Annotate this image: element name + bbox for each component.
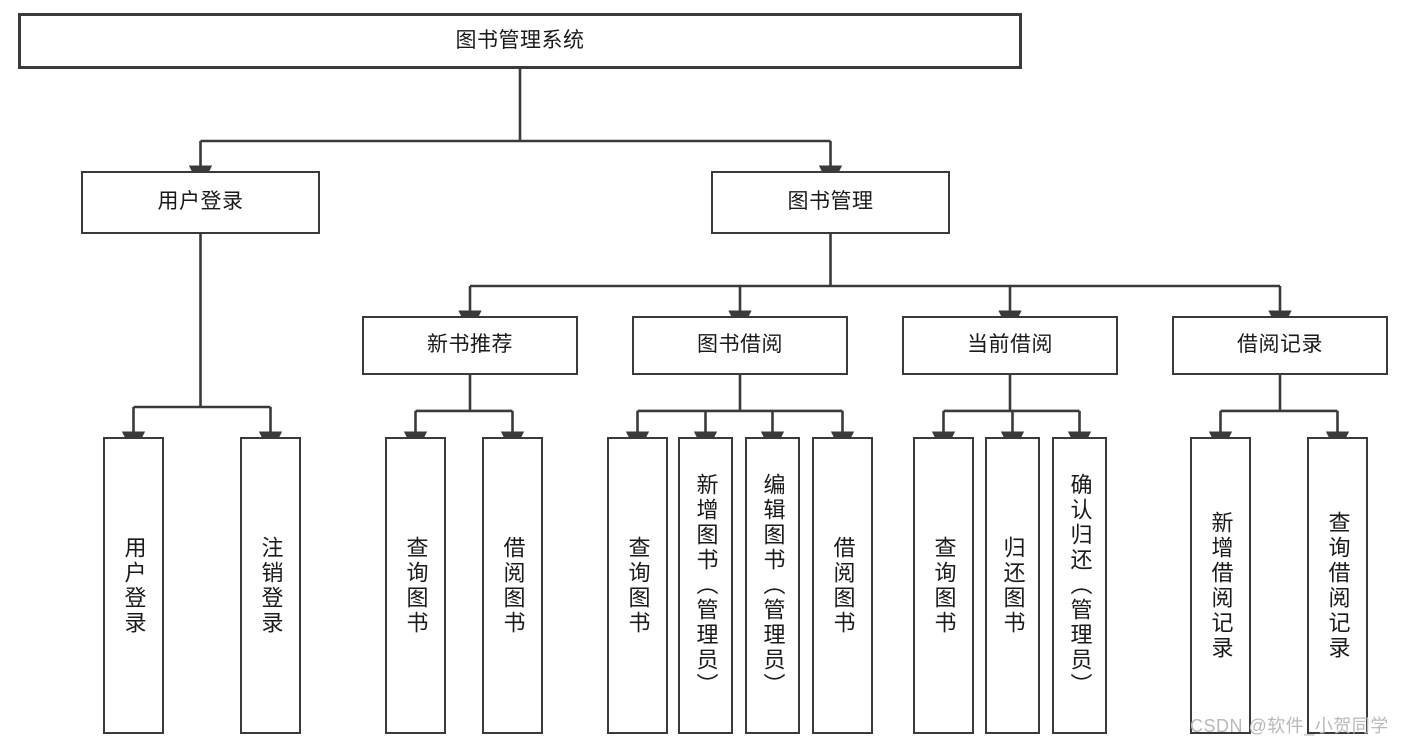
node-leaf5[interactable]: 查询图书	[607, 437, 668, 734]
node-label: 查询借阅记录	[1325, 510, 1351, 661]
node-label: 用户登录	[121, 535, 147, 636]
node-leaf6[interactable]: 新增图书（管理员）	[678, 437, 733, 734]
node-leaf7[interactable]: 编辑图书（管理员）	[745, 437, 800, 734]
node-l2b[interactable]: 图书借阅	[632, 316, 848, 375]
node-leaf10[interactable]: 归还图书	[985, 437, 1040, 734]
node-label: 新书推荐	[427, 333, 513, 357]
node-label: 编辑图书（管理员）	[760, 473, 786, 698]
node-l1a[interactable]: 用户登录	[81, 171, 320, 234]
node-label: 图书管理系统	[455, 28, 585, 52]
node-label: 确认归还（管理员）	[1067, 473, 1093, 698]
node-leaf3[interactable]: 查询图书	[385, 437, 446, 734]
node-leaf4[interactable]: 借阅图书	[482, 437, 543, 734]
node-leaf1[interactable]: 用户登录	[103, 437, 164, 734]
node-label: 查询图书	[931, 535, 957, 636]
node-leaf8[interactable]: 借阅图书	[812, 437, 873, 734]
node-l2d[interactable]: 借阅记录	[1172, 316, 1388, 375]
node-label: 查询图书	[625, 535, 651, 636]
node-leaf12[interactable]: 新增借阅记录	[1190, 437, 1251, 734]
node-label: 借阅图书	[830, 535, 856, 636]
node-label: 图书管理	[787, 190, 874, 214]
node-l1b[interactable]: 图书管理	[711, 171, 950, 234]
node-label: 归还图书	[1000, 535, 1026, 636]
node-leaf11[interactable]: 确认归还（管理员）	[1052, 437, 1107, 734]
node-label: 注销登录	[258, 535, 284, 636]
node-label: 查询图书	[403, 535, 429, 636]
node-l2c[interactable]: 当前借阅	[902, 316, 1118, 375]
node-label: 借阅记录	[1237, 333, 1323, 357]
node-label: 用户登录	[157, 190, 244, 214]
node-label: 借阅图书	[500, 535, 526, 636]
node-label: 新增借阅记录	[1208, 510, 1234, 661]
node-leaf9[interactable]: 查询图书	[913, 437, 974, 734]
node-leaf2[interactable]: 注销登录	[240, 437, 301, 734]
node-label: 当前借阅	[967, 333, 1053, 357]
node-l2a[interactable]: 新书推荐	[362, 316, 578, 375]
node-leaf13[interactable]: 查询借阅记录	[1307, 437, 1368, 734]
node-label: 图书借阅	[697, 333, 783, 357]
node-label: 新增图书（管理员）	[693, 473, 719, 698]
node-root[interactable]: 图书管理系统	[18, 13, 1022, 69]
